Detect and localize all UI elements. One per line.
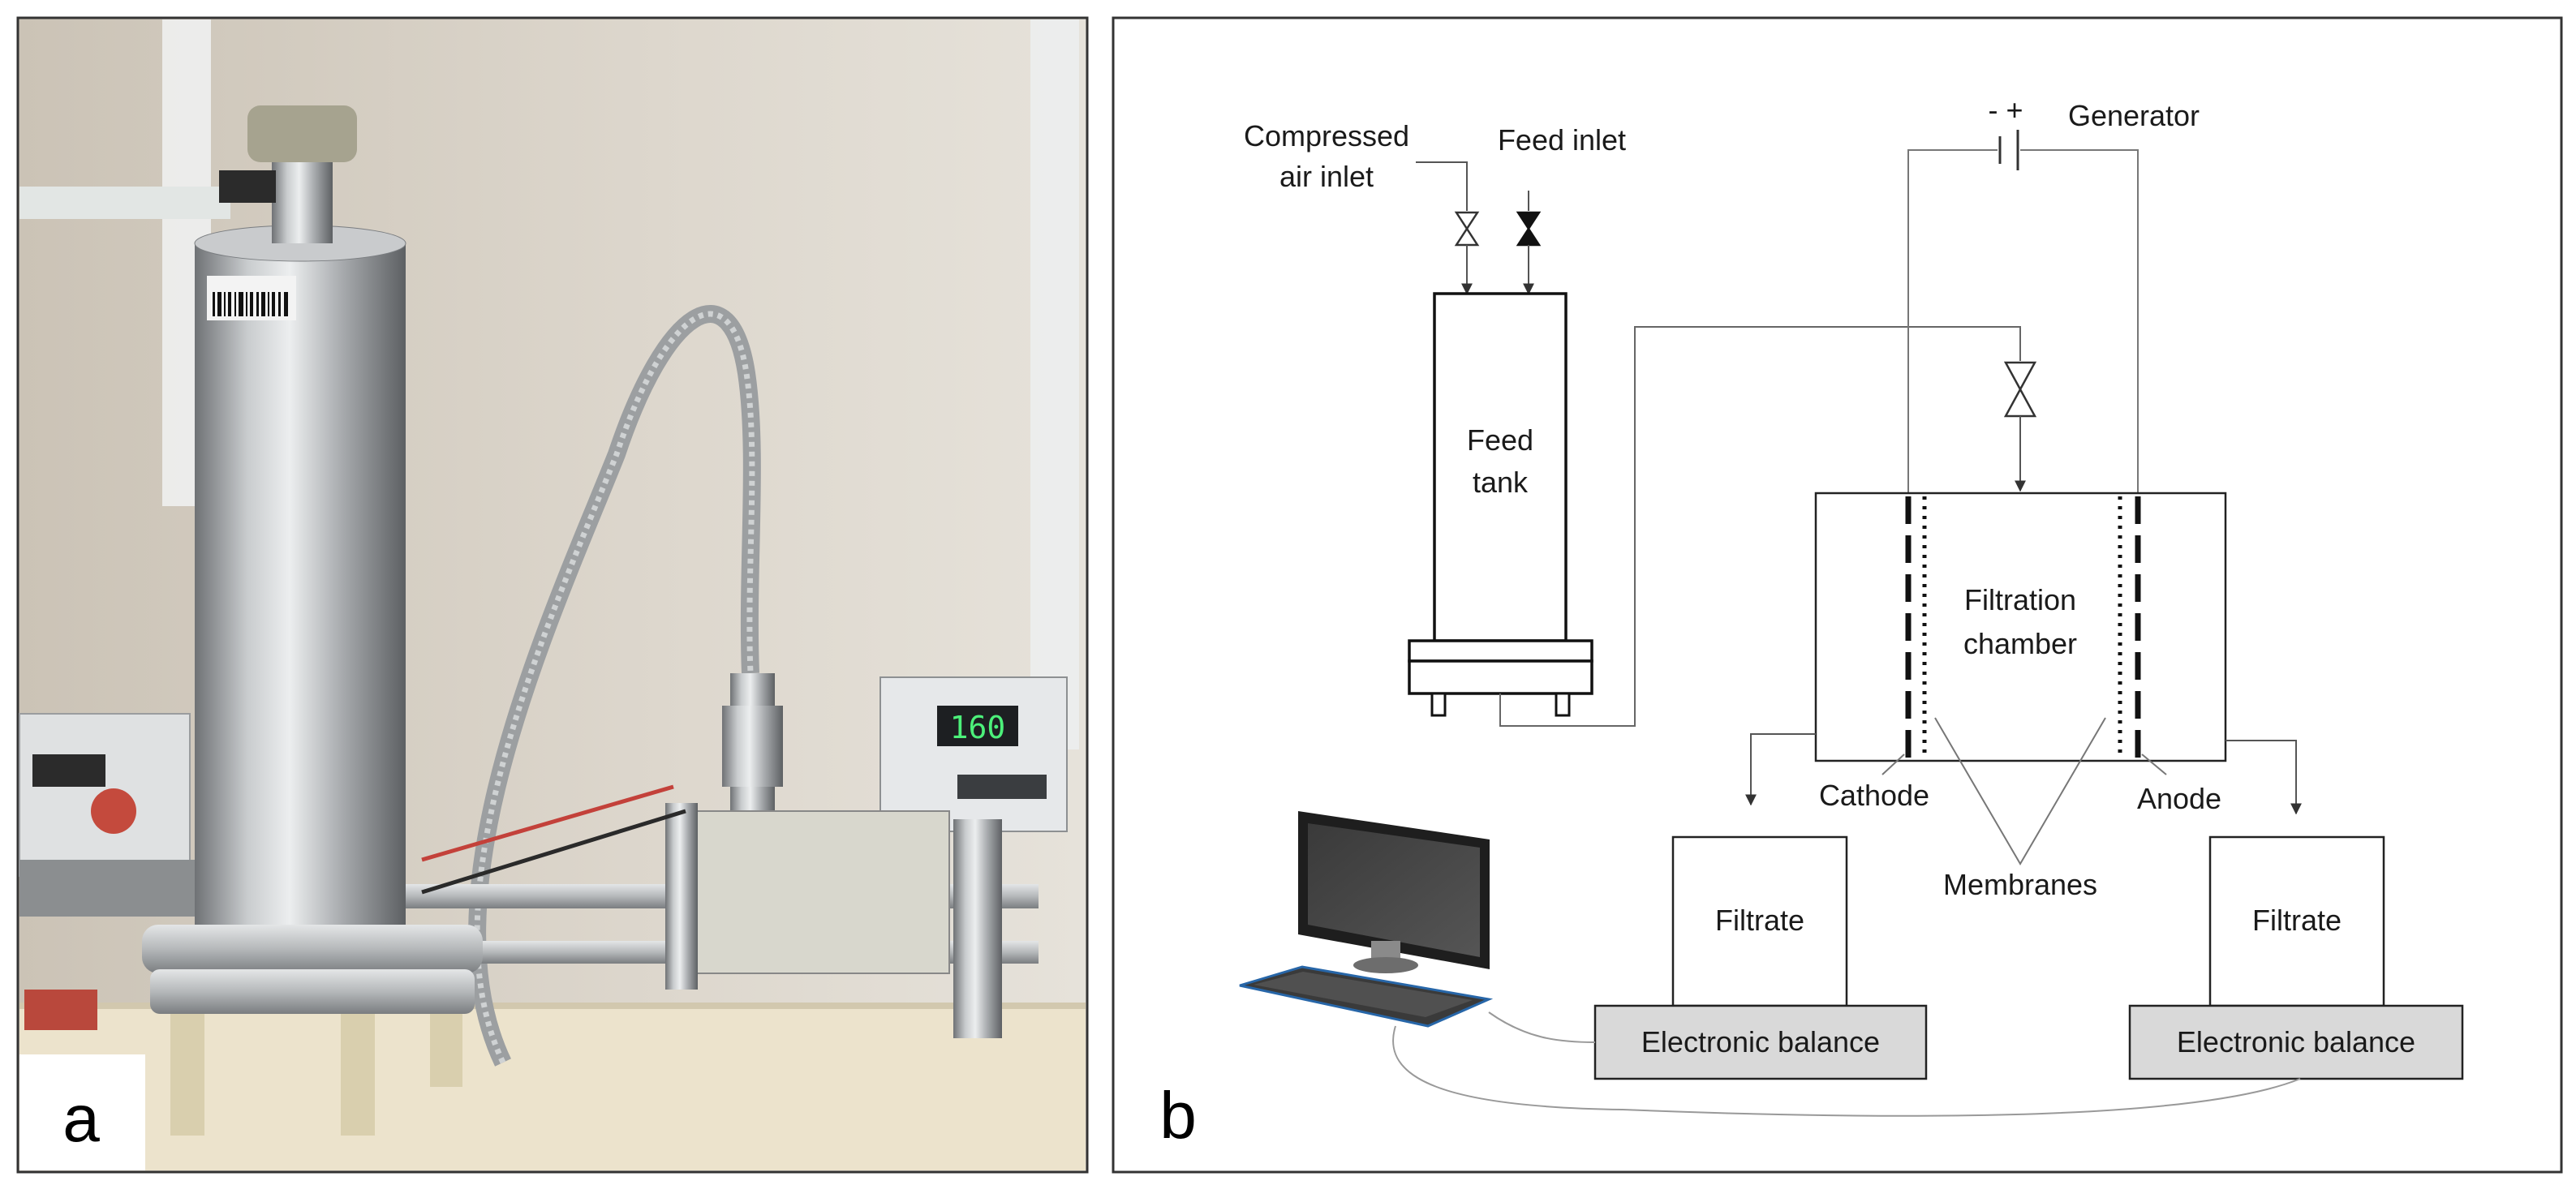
left-equipment [32,754,105,787]
feed-tank-label: tank [1473,466,1529,499]
membranes-label: Membranes [1943,868,2097,901]
filtration-chamber-label: chamber [1963,627,2077,660]
red-wire [421,784,674,862]
tank-flange [142,925,483,973]
keyboard-icon [1239,965,1494,1028]
panel-a-photo: 160 [16,16,1089,1174]
tank-leg [170,1014,204,1136]
panel-a-letter: a [62,1082,100,1156]
computer-cable [1392,1025,2301,1117]
feed-tank-base [1408,659,1593,695]
cell-body [681,810,950,974]
membranes-pointer [1934,717,2106,865]
feed-pipe [1499,326,2021,727]
display-unit [879,676,1068,832]
bench-edge [19,1003,1086,1009]
anode-pointer [2141,754,2167,775]
feed-tank-leg [1430,692,1447,717]
right-outlet [2226,740,2302,815]
compressed-air-label: air inlet [1279,160,1374,193]
panel-b-letter: b [1159,1079,1197,1153]
braided-hose-highlight [474,311,755,1064]
panel-b-diagram: Compressed air inlet Feed inlet - + Gene… [1112,16,2563,1174]
filtrate-left [1671,835,1848,1007]
feed-tank-leg [1555,692,1571,717]
filtrate-right [2208,835,2385,1007]
balance-right-label: Electronic balance [2177,1025,2415,1058]
cathode-pointer [1881,754,1905,775]
cell-plate [665,803,698,990]
filtration-chamber [1814,492,2227,762]
air-valve-icon [1454,211,1480,247]
polarity-label: - + [1988,93,2023,127]
filtration-chamber-label: Filtration [1964,583,2076,616]
balance-right [2128,1004,2464,1080]
tank-cylinder [195,243,406,941]
hose-fitting [722,706,783,787]
cathode-label: Cathode [1819,779,1929,812]
left-outlet [1745,733,1816,806]
black-wire [421,809,686,895]
filtrate-left-label: Filtrate [1715,904,1804,937]
tank-cap [247,105,357,162]
tank-neck [272,162,333,243]
chamber-valve-icon [2003,361,2037,418]
feed-tank-base [1408,639,1593,663]
computer-cable [1488,1011,1596,1043]
display-reading: 160 [950,710,1006,745]
red-handle [91,788,136,834]
feed-tank-label: Feed [1467,423,1533,457]
filtrate-right-label: Filtrate [2252,904,2342,937]
generator-wire [1907,149,1998,493]
generator-wire [2020,149,2139,493]
barcode-icon [213,292,288,316]
feed-inlet-label: Feed inlet [1498,123,1626,157]
white-pipe [19,187,230,219]
compressed-air-label: Compressed [1244,119,1409,152]
generator-label: Generator [2068,99,2200,132]
computer-monitor-icon [1298,811,1490,973]
balance-left-label: Electronic balance [1641,1025,1880,1058]
panel-a-letter-box [19,1054,145,1170]
tank-leg [430,1014,462,1087]
tank-knob [219,170,276,203]
anode-label: Anode [2137,782,2221,815]
white-pipe [1030,19,1079,749]
tank-leg [341,1014,375,1136]
tank-flange [150,969,475,1014]
display-unit-button [957,775,1047,799]
display-unit-screen [937,706,1018,746]
air-inlet-line [1416,161,1468,211]
cell-plate [953,819,1002,1038]
red-handle [24,990,97,1030]
